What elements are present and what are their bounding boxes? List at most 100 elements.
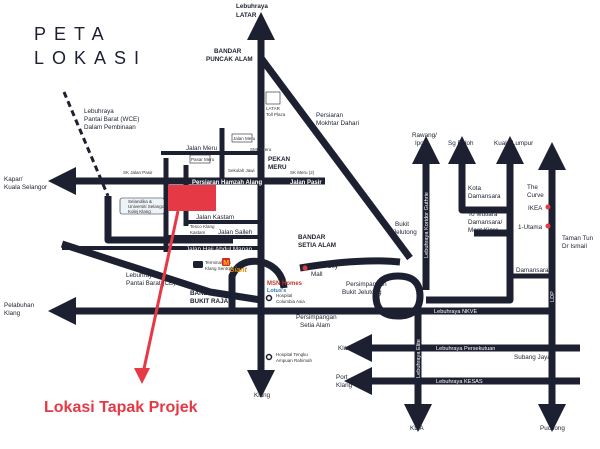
hamzah-label: Persiaran Hamzah Alang: [192, 180, 262, 186]
smk-meru-label: SMK Meru: [250, 147, 272, 152]
ikea-marker: [545, 204, 551, 210]
sk-meru-label: SK Meru (2): [290, 170, 315, 175]
meru-road-label: Jalan Meru: [186, 145, 218, 152]
ttdi-label-2: Dr Ismail: [562, 243, 587, 250]
ldp-label: LDP: [550, 291, 556, 302]
bus-terminal-icon: [193, 261, 203, 268]
university-sign-box: [119, 197, 165, 215]
port-klang-label-1: Port: [336, 374, 348, 381]
mutiara-label-2: Damansara/: [468, 219, 503, 226]
lotus-label: Lotus's: [267, 288, 286, 294]
pantai-ce-label-1: Lebuhraya: [126, 272, 156, 279]
one-utama-label: 1-Utama: [518, 224, 543, 231]
columbia-label-2: Columbia Asia: [276, 299, 305, 304]
hospital-tengku-marker: [265, 353, 273, 361]
meru-sign-box: [231, 133, 253, 143]
mutiara-label-3: Mont Kiara: [468, 227, 499, 234]
latar-toll-box: [265, 91, 281, 105]
mokhtar-label-2: Mokhtar Dahari: [316, 120, 359, 127]
wce-label-3: Dalam Pembinaan: [84, 124, 136, 131]
rawang-label-1: Rawang/: [412, 132, 437, 139]
tesco-label-2: Kastam: [190, 230, 206, 235]
kesas-label: Lebuhraya KESAS: [436, 379, 483, 385]
kastam-label: Jalan Kastam: [196, 214, 234, 221]
setia-city-mall-marker: [302, 265, 308, 271]
curve-label-2: Curve: [527, 192, 544, 199]
bukit-jelutong-label-1: Bukit: [395, 221, 409, 228]
project-site-caption: Lokasi Tapak Projek: [44, 399, 198, 416]
university-sign-line1: Selandika &: [128, 199, 152, 204]
pasar-meru-label: Pasar Meru: [191, 157, 215, 162]
setia-interchange-label-1: Persimpangan: [296, 314, 337, 321]
project-site-arrowhead: [134, 368, 150, 384]
university-sign-line3: Kolej Klang: [128, 209, 151, 214]
pantai-ce-label-2: Pantai Barat (CE): [126, 280, 175, 287]
bus-terminal-label-2: Klang Sentral: [205, 266, 232, 271]
pekan-meru-label-2: MERU: [268, 164, 287, 171]
hospital-tengku-label-2: Ampuan Rahimah: [276, 358, 313, 363]
wce-label-2: Pantai Barat (WCE): [84, 116, 139, 123]
bukit-interchange-label-1: Persimpangan: [346, 281, 387, 288]
setia-interchange-label-2: Setia Alam: [300, 322, 330, 329]
pasar-meru-box: [189, 154, 211, 164]
tesco-label-1: Tesco Klang: [190, 224, 215, 229]
haji-label: Jalan Haji Abdul Manan: [186, 246, 253, 253]
pekan-meru-label-1: PEKAN: [268, 156, 290, 163]
setia-alam-label-1: BANDAR: [298, 234, 326, 241]
sk-pasir-label: SK Jalan Pasir: [123, 170, 153, 175]
guthrie-label: Lebuhraya Koridor Guthrie: [424, 192, 430, 258]
pelabuhan-label-1: Pelabuhan: [4, 302, 35, 309]
university-sign-line2: Universiti Selangor: [128, 204, 166, 209]
bus-terminal-label-1: Terminal Bus: [205, 260, 232, 265]
mcdonalds-icon: [222, 258, 230, 266]
columbia-marker: [265, 294, 273, 302]
latar-toll-label-1: LATAR: [266, 106, 281, 111]
latar-label-1: Lebuhraya: [236, 3, 268, 10]
bukit-jelutong-loop: [372, 272, 424, 320]
diagonal-highway-to-bukit-jelutong: [258, 55, 413, 261]
msn-homes-label: MSN Homes: [267, 281, 303, 287]
meru-sign-label: Jalan Meru: [233, 136, 256, 141]
bukit-jelutong-link: [299, 257, 401, 272]
setia-alam-interchange: [228, 257, 288, 310]
salleh-label: Jalan Salleh: [218, 229, 253, 236]
hospital-tengku-label-1: Hospital Tengku: [276, 352, 308, 357]
pantai-barat-ce-highway: [60, 240, 262, 304]
setia-city-mall-label-2: Mall: [311, 271, 323, 278]
kota-damansara-label-2: Damansara: [468, 193, 501, 200]
one-utama-marker: [545, 223, 551, 229]
kuala-lumpur-road: [426, 136, 524, 304]
bukit-raja-label-2: BUKIT RAJA: [190, 298, 229, 305]
project-site-pointer: [140, 210, 180, 379]
road-network: [48, 11, 580, 432]
puchong-label: Puchong: [540, 425, 565, 432]
giant-logo: Giant: [229, 267, 248, 274]
sekolah-jawi-label: Sekolah Jawi: [228, 168, 255, 173]
nkve-label: Lebuhraya NKVE: [434, 309, 477, 315]
mokhtar-label-1: Persiaran: [316, 112, 343, 119]
persekutuan-label: Lebuhraya Persekutuan: [436, 346, 495, 352]
setia-city-mall-label-1: Setia City: [311, 263, 339, 270]
latar-toll-label-2: Toll Plaza: [266, 112, 286, 117]
klang-south-label: Klang: [254, 392, 271, 399]
mcdonalds-letter: M: [223, 260, 229, 267]
kota-damansara-label-1: Kota: [468, 185, 481, 192]
klia-label: KLIA: [410, 425, 424, 432]
sg-buloh-road: [448, 136, 510, 214]
subang-label: Subang Jaya: [514, 354, 551, 361]
pasir-label: Jalan Pasir: [290, 180, 322, 186]
curve-label-1: The: [527, 184, 538, 191]
bukit-raja-label-1: BANDAR: [190, 290, 218, 297]
pelabuhan-label-2: Klang: [4, 310, 21, 317]
rawang-label-2: Ipoh: [415, 140, 428, 147]
bukit-jelutong-label-2: Jelutong: [393, 229, 417, 236]
sg-buloh-label: Sg Buloh: [448, 140, 474, 147]
latar-label-2: LATAR: [236, 12, 257, 19]
map-title-line1: PETA: [34, 24, 112, 44]
wce-label-1: Lebuhraya: [84, 108, 114, 115]
kl-label: Kuala Lumpur: [494, 140, 533, 147]
damansara-label: Damansara: [516, 267, 549, 274]
ttdi-label-1: Taman Tun: [562, 235, 594, 242]
project-site-marker: [168, 185, 216, 211]
